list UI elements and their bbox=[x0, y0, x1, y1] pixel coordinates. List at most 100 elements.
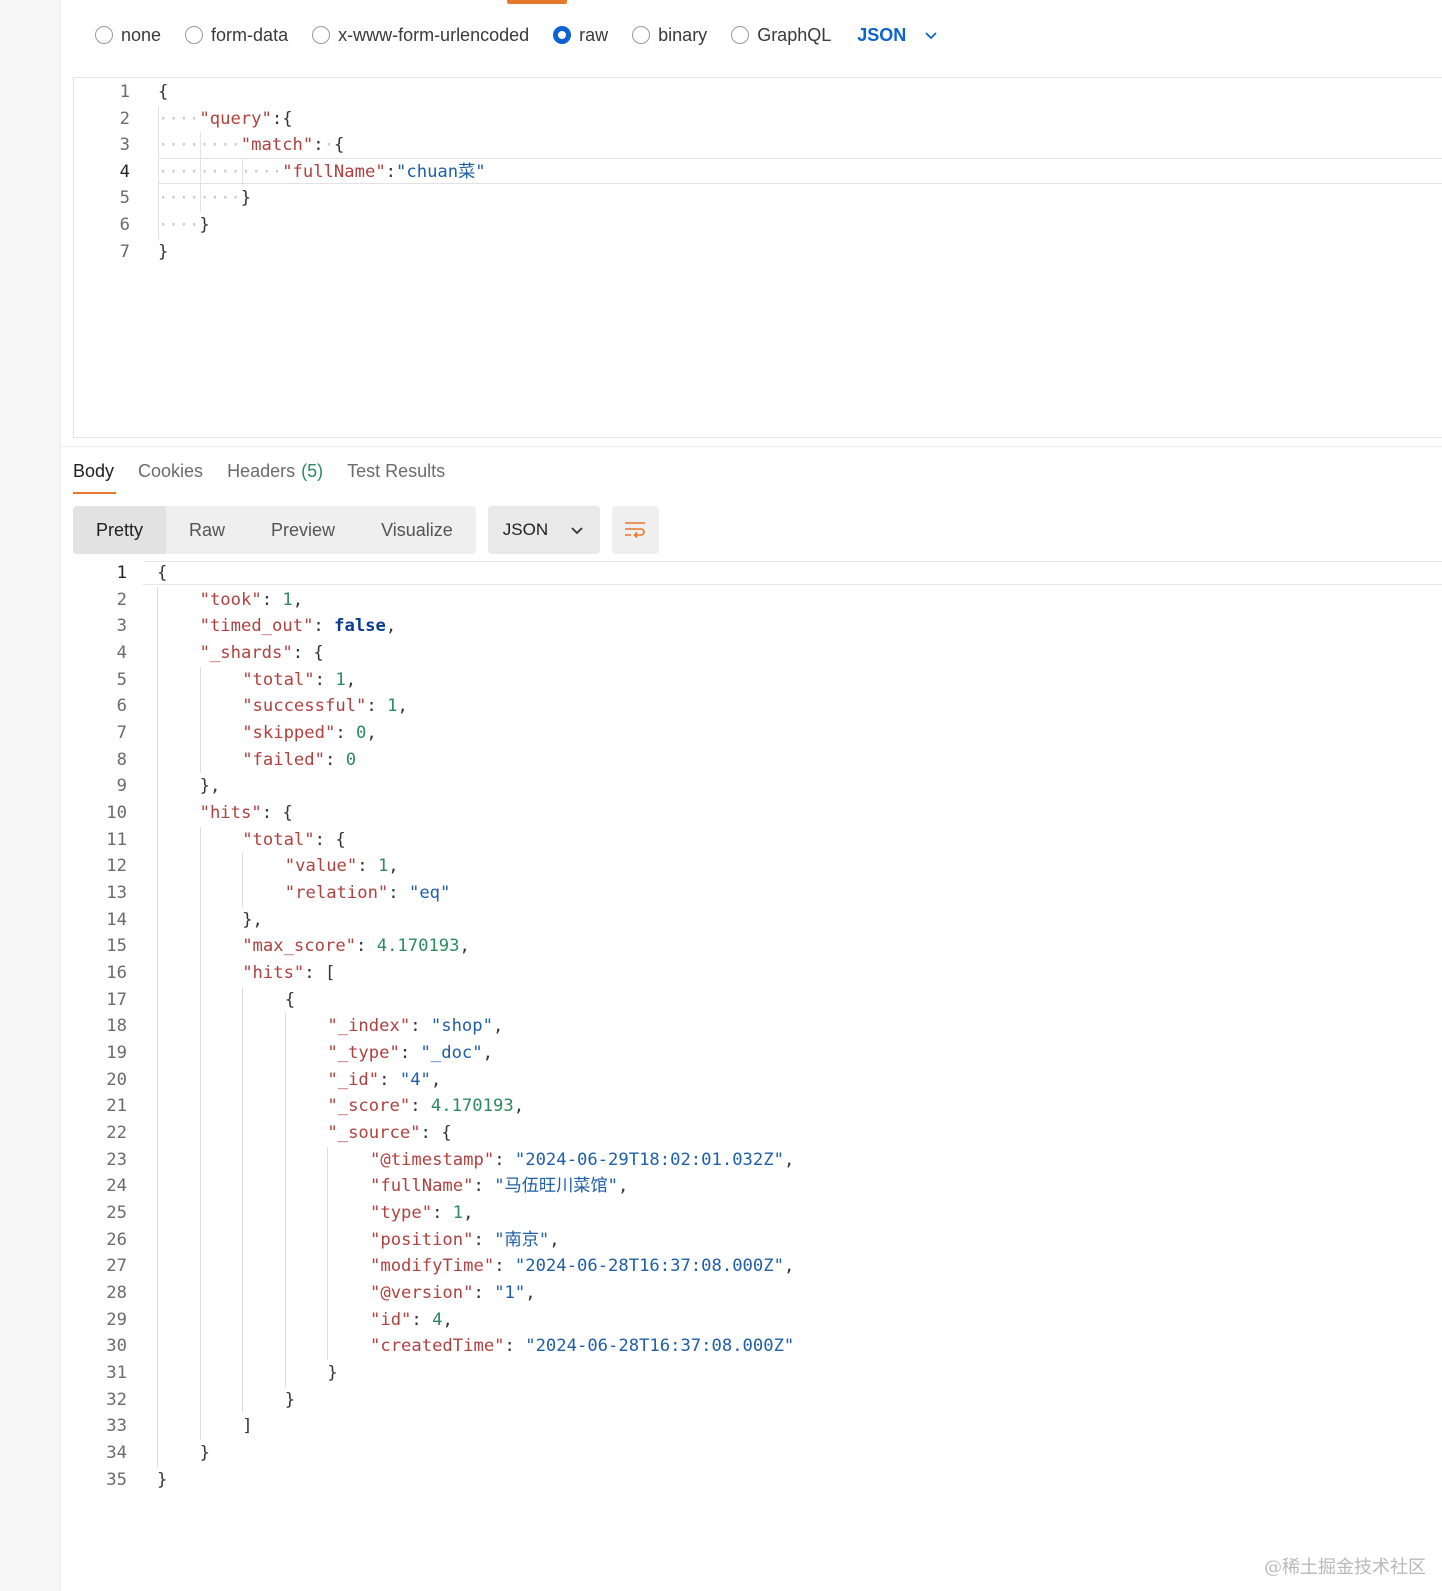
code-token: , bbox=[397, 696, 408, 717]
code-text: "failed": 0 bbox=[242, 747, 356, 774]
indent-guide bbox=[158, 105, 159, 239]
tab-body[interactable]: Body bbox=[73, 458, 117, 494]
code-line: 15"max_score": 4.170193, bbox=[73, 933, 1442, 960]
radio-button[interactable] bbox=[553, 26, 572, 44]
indent-guide bbox=[327, 1146, 329, 1361]
code-token: ········ bbox=[158, 188, 241, 208]
code-line: 20"_id": "4", bbox=[73, 1067, 1442, 1094]
response-format-dropdown[interactable]: JSON bbox=[487, 506, 600, 554]
code-token: : bbox=[261, 589, 283, 610]
view-preview-button[interactable]: Preview bbox=[271, 520, 336, 540]
radio-button[interactable] bbox=[95, 26, 113, 44]
radio-button[interactable] bbox=[185, 26, 204, 44]
line-number: 1 bbox=[116, 563, 127, 583]
code-line: 1{ bbox=[74, 79, 1442, 106]
code-token: { bbox=[157, 563, 168, 583]
tab-test-results[interactable]: Test Results bbox=[347, 458, 445, 494]
panel-divider bbox=[61, 446, 1442, 447]
code-line: 34} bbox=[73, 1440, 1442, 1467]
code-token: "failed" bbox=[242, 749, 325, 770]
line-number: 29 bbox=[106, 1309, 127, 1330]
body-type-graphql[interactable]: GraphQL bbox=[731, 25, 831, 46]
line-number: 23 bbox=[106, 1149, 127, 1170]
wrap-lines-icon bbox=[625, 522, 646, 539]
code-text: } bbox=[327, 1360, 337, 1387]
code-token: , bbox=[366, 723, 377, 744]
body-type-label: raw bbox=[579, 24, 609, 45]
code-token: , bbox=[618, 1176, 629, 1197]
code-token: : bbox=[385, 161, 397, 182]
view-visualize-button[interactable]: Visualize bbox=[381, 520, 453, 540]
code-token: 1 bbox=[282, 589, 293, 610]
code-token: "createdTime" bbox=[370, 1336, 505, 1357]
code-token: : bbox=[314, 669, 336, 690]
code-token: "total" bbox=[242, 829, 315, 850]
code-line: 3········"match":·{ bbox=[74, 132, 1442, 159]
body-type-x-www-form-urlencoded[interactable]: x-www-form-urlencoded bbox=[312, 25, 529, 46]
code-token: "_index" bbox=[327, 1016, 411, 1037]
code-text: "_score": 4.170193, bbox=[327, 1093, 524, 1120]
code-line: 4············"fullName":"chuan菜" bbox=[74, 159, 1442, 186]
line-number: 12 bbox=[106, 856, 127, 877]
tab-cookies[interactable]: Cookies bbox=[138, 458, 203, 494]
radio-button[interactable] bbox=[632, 26, 651, 44]
raw-language-dropdown[interactable]: JSON bbox=[857, 25, 938, 46]
code-token: "_doc" bbox=[420, 1043, 483, 1064]
response-tabs: Body Cookies Headers(5) Test Results bbox=[73, 458, 469, 494]
radio-button[interactable] bbox=[312, 26, 331, 44]
body-type-raw[interactable]: raw bbox=[553, 25, 608, 46]
code-text: "relation": "eq" bbox=[285, 880, 451, 907]
code-text: "id": 4, bbox=[370, 1307, 453, 1334]
body-type-none[interactable]: none bbox=[95, 25, 161, 46]
code-token: , bbox=[549, 1229, 560, 1250]
line-number: 11 bbox=[106, 829, 127, 850]
code-text: "position": "南京", bbox=[370, 1227, 560, 1254]
code-text: ····} bbox=[158, 212, 210, 239]
code-token: } bbox=[199, 215, 210, 235]
code-line: 8"failed": 0 bbox=[73, 747, 1442, 774]
current-line-highlight bbox=[158, 158, 1442, 184]
active-tab-indicator bbox=[507, 0, 567, 4]
code-token: } bbox=[284, 1389, 296, 1410]
line-number: 1 bbox=[119, 82, 130, 102]
indent-guide bbox=[199, 666, 201, 774]
code-token: "2024-06-29T18:02:01.032Z" bbox=[514, 1149, 784, 1170]
radio-button[interactable] bbox=[731, 26, 750, 44]
code-text: }, bbox=[242, 907, 263, 934]
request-panel: none form-data x-www-form-urlencoded raw bin… bbox=[61, 0, 1442, 1591]
line-number: 28 bbox=[106, 1283, 127, 1304]
code-line: 6····} bbox=[74, 212, 1442, 239]
code-token: "successful" bbox=[242, 696, 367, 717]
wrap-lines-button[interactable] bbox=[611, 506, 659, 554]
line-number: 2 bbox=[116, 589, 127, 610]
body-type-label: form-data bbox=[211, 24, 289, 45]
code-token: : bbox=[432, 1203, 453, 1224]
code-token: : bbox=[473, 1283, 495, 1304]
indent-guide bbox=[199, 826, 201, 1441]
line-number: 13 bbox=[106, 883, 127, 904]
code-text: "_id": "4", bbox=[327, 1067, 441, 1094]
body-type-binary[interactable]: binary bbox=[632, 25, 707, 46]
code-line: 7"skipped": 0, bbox=[73, 720, 1442, 747]
code-token: , bbox=[513, 1096, 525, 1117]
code-text: "successful": 1, bbox=[242, 693, 408, 720]
code-token: "_source" bbox=[327, 1123, 421, 1144]
code-token: } bbox=[157, 1469, 168, 1490]
code-text: "total": { bbox=[242, 827, 345, 854]
code-token: , bbox=[482, 1043, 493, 1064]
code-token: , bbox=[385, 616, 397, 637]
code-token: : bbox=[473, 1229, 495, 1250]
code-token: } bbox=[158, 241, 169, 262]
code-token: : { bbox=[292, 643, 324, 663]
code-token: "南京" bbox=[494, 1229, 550, 1250]
code-text: "max_score": 4.170193, bbox=[242, 933, 470, 960]
view-pretty-button[interactable]: Pretty bbox=[73, 506, 167, 554]
tab-headers[interactable]: Headers(5) bbox=[227, 458, 323, 494]
code-token: : bbox=[324, 749, 346, 770]
view-raw-button[interactable]: Raw bbox=[189, 520, 226, 540]
request-body-editor[interactable]: 1{2····"query":{3········"match":·{4····… bbox=[73, 77, 1442, 438]
code-token: , bbox=[345, 669, 357, 690]
line-number: 16 bbox=[106, 963, 127, 984]
body-type-form-data[interactable]: form-data bbox=[185, 25, 288, 46]
response-body-viewer[interactable]: 1{2"took": 1,3"timed_out": false,4"_shar… bbox=[73, 560, 1442, 1520]
